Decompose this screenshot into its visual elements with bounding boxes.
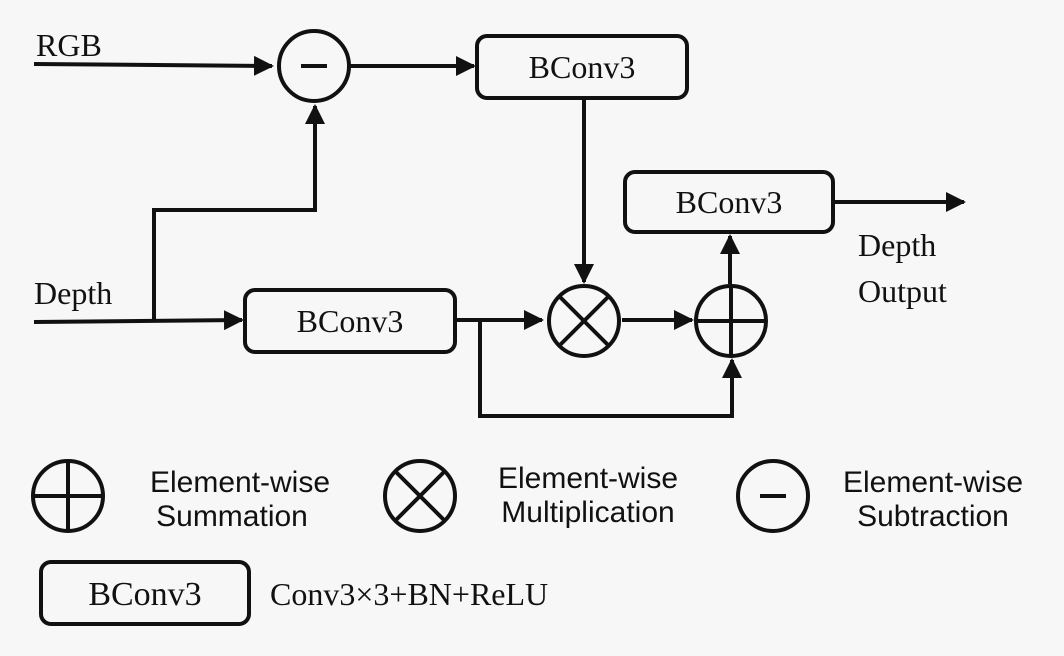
depth-to-bottom-bconv-arrow	[33, 310, 244, 331]
legend: Element-wise Summation Element-wise Mult…	[31, 459, 1023, 626]
legend-bconv-label: BConv3	[88, 576, 201, 613]
circle-plus-icon	[694, 284, 768, 358]
top-bconv-block: BConv3	[475, 34, 689, 100]
depth-label: Depth	[34, 275, 112, 311]
connections	[33, 55, 966, 418]
legend-subtraction-line2: Subtraction	[857, 500, 1009, 533]
right-bconv-label: BConv3	[676, 184, 783, 220]
legend-bconv-block: BConv3	[39, 560, 251, 626]
output-label-line2: Output	[858, 273, 947, 309]
bottom-bconv-block: BConv3	[243, 288, 457, 354]
output-label-line1: Depth	[858, 227, 936, 263]
legend-summation-icon	[31, 459, 105, 533]
legend-subtraction-icon	[736, 459, 810, 533]
circle-times-icon	[547, 284, 621, 358]
legend-subtraction-line1: Element-wise	[843, 466, 1023, 499]
legend-summation-line2: Summation	[156, 500, 308, 533]
skip-to-summation-arrow	[478, 320, 742, 418]
top-bconv-label: BConv3	[529, 49, 636, 85]
depth-to-subtraction-arrow	[152, 104, 325, 320]
rgb-label: RGB	[36, 27, 102, 63]
right-bconv-block: BConv3	[623, 170, 835, 234]
legend-multiplication-line1: Element-wise	[498, 462, 678, 495]
circle-minus-icon	[277, 29, 351, 103]
legend-summation-line1: Element-wise	[150, 466, 330, 499]
legend-bconv-description: Conv3×3+BN+ReLU	[270, 576, 548, 612]
legend-multiplication-line2: Multiplication	[501, 496, 674, 529]
legend-multiplication-icon	[383, 459, 457, 533]
bottom-bconv-label: BConv3	[297, 303, 404, 339]
rgb-to-subtraction-arrow	[33, 55, 274, 76]
